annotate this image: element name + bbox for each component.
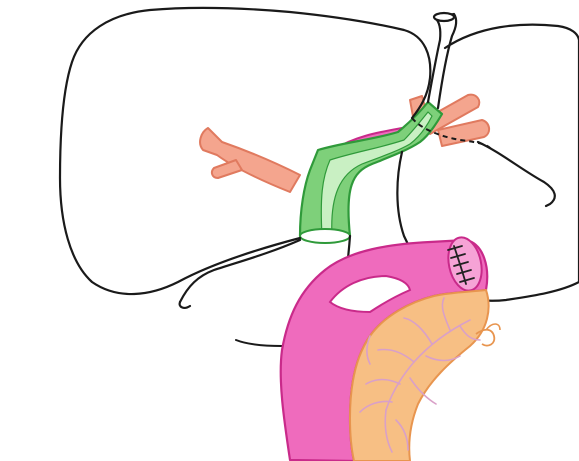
portal-vein-left-branch xyxy=(200,128,300,192)
bile-duct xyxy=(300,102,442,243)
liver-right-inner-curve xyxy=(478,142,555,206)
hook-end xyxy=(180,302,190,308)
lower-left-line xyxy=(236,340,282,346)
bile-duct-opening xyxy=(300,229,350,243)
cystic-duct-top xyxy=(428,14,456,108)
portal-vein-lower-stub xyxy=(212,160,242,178)
cystic-duct-cap xyxy=(434,13,454,21)
